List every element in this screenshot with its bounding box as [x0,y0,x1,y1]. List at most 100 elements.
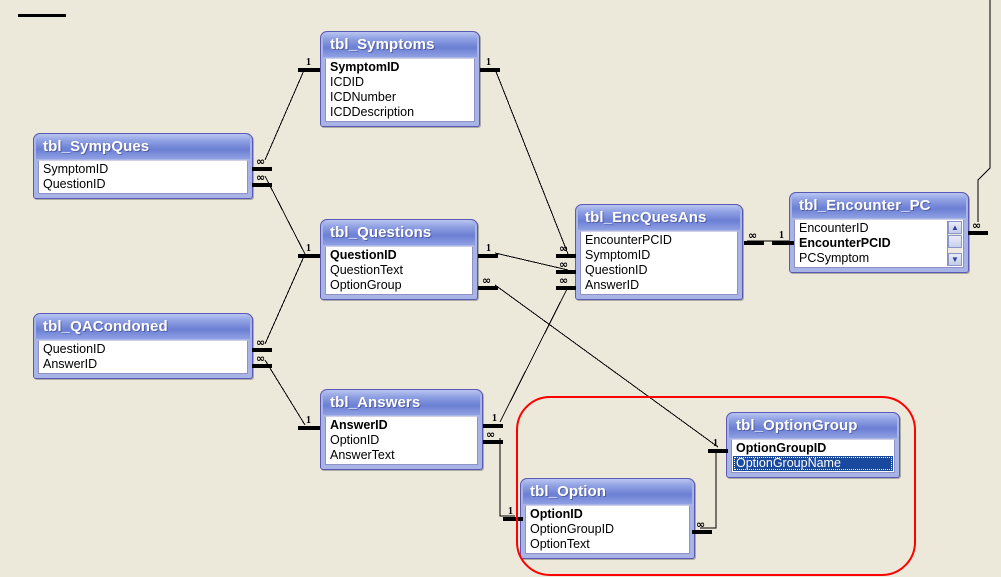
cardinality-one: 1 [306,415,311,426]
rel-stub [298,426,320,430]
field-row[interactable]: AnswerID [43,357,98,371]
rel-stub [252,364,272,368]
rel-stub [480,68,500,72]
cardinality-many-icon: ∞ [559,258,569,271]
table-title: tbl_SympQues [36,134,250,159]
table-title: tbl_Questions [323,220,475,245]
cardinality-one: 1 [508,506,513,517]
rel-encounterpc-offscreen [977,0,991,222]
rel-stub [556,286,576,290]
field-row[interactable]: SymptomID [585,248,651,262]
cardinality-many-icon: ∞ [482,274,492,287]
table-title: tbl_OptionGroup [729,413,897,438]
field-row[interactable]: QuestionID [585,263,648,277]
field-list[interactable]: OptionGroupID OptionGroupName [731,439,895,473]
cardinality-one: 1 [486,57,491,68]
table-title: tbl_QACondoned [36,314,250,339]
rel-stub [744,241,764,245]
scrollbar-thumb[interactable] [948,235,962,248]
cardinality-one: 1 [486,243,491,254]
rel-stub [298,254,320,258]
cardinality-many-icon: ∞ [559,242,569,255]
field-row[interactable]: EncounterID [799,221,869,235]
rel-stub [252,167,272,171]
rel-symptoms-encquesans [494,68,569,255]
field-list[interactable]: EncounterPCID SymptomID QuestionID Answe… [580,231,738,295]
rel-symptoms-sympques [264,67,306,161]
field-row[interactable]: QuestionID [43,342,106,356]
cardinality-one: 1 [306,57,311,68]
field-row[interactable]: EncounterPCID [799,236,891,250]
cardinality-many-icon: ∞ [256,171,266,184]
table-tbl_Encounter_PC[interactable]: tbl_Encounter_PC EncounterID EncounterPC… [789,192,969,273]
stray-line-artifact [18,14,66,17]
cardinality-many-icon: ∞ [559,274,569,287]
rel-stub [708,449,728,453]
cardinality-one: 1 [713,438,718,449]
rel-stub [968,231,988,235]
field-row[interactable]: OptionGroupID [530,522,615,536]
rel-stub [252,183,272,187]
rel-option-optiongroup [700,450,717,529]
cardinality-one: 1 [492,413,497,424]
rel-answers-option [499,438,515,517]
rel-stub [503,517,523,521]
field-row[interactable]: ICDID [330,75,365,89]
rel-answers-encquesans-line [499,286,569,423]
rel-stub [772,241,794,245]
table-title: tbl_Answers [323,390,480,415]
field-list[interactable]: OptionID OptionGroupID OptionText [525,505,690,554]
field-row[interactable]: AnswerID [585,278,640,292]
field-row[interactable]: OptionID [330,433,380,447]
field-row[interactable]: QuestionID [43,177,106,191]
field-row[interactable]: SymptomID [330,60,400,74]
rel-stub [483,440,503,444]
table-tbl_Option[interactable]: tbl_Option OptionID OptionGroupID Option… [520,478,695,559]
cardinality-many-icon: ∞ [748,229,758,242]
cardinality-many-icon: ∞ [486,428,496,441]
field-row-selected[interactable]: OptionGroupName [733,456,893,471]
field-list[interactable]: SymptomID ICDID ICDNumber ICDDescription [325,58,475,122]
rel-stub [556,270,576,274]
field-list-scrollbar[interactable]: ▲ ▼ [947,221,962,266]
table-title: tbl_Symptoms [323,32,477,57]
field-list[interactable]: SymptomID QuestionID [38,160,248,194]
table-title: tbl_Encounter_PC [792,193,966,218]
cardinality-many-icon: ∞ [256,352,266,365]
field-row[interactable]: OptionID [530,507,583,521]
field-row[interactable]: ICDDescription [330,105,415,119]
table-tbl_SympQues[interactable]: tbl_SympQues SymptomID QuestionID [33,133,253,199]
rel-stub [252,348,272,352]
rel-stub [478,286,498,290]
field-row[interactable]: AnswerID [330,418,388,432]
rel-questions-sympques [264,175,306,255]
field-list[interactable]: EncounterID EncounterPCID PCSymptom ▲ ▼ [794,219,964,268]
field-row[interactable]: QuestionText [330,263,403,277]
scroll-up-icon[interactable]: ▲ [948,221,962,234]
table-tbl_OptionGroup[interactable]: tbl_OptionGroup OptionGroupID OptionGrou… [726,412,900,478]
cardinality-many-icon: ∞ [972,219,982,232]
table-tbl_Answers[interactable]: tbl_Answers AnswerID OptionID AnswerText [320,389,483,470]
rel-answers-encquesans [492,286,568,424]
field-row[interactable]: PCSymptom [799,251,870,265]
scroll-down-icon[interactable]: ▼ [948,253,962,266]
rel-questions-optiongroup [494,284,719,448]
field-row[interactable]: OptionText [530,537,590,551]
field-row[interactable]: ICDNumber [330,90,396,104]
table-tbl_Questions[interactable]: tbl_Questions QuestionID QuestionText Op… [320,219,478,300]
field-list[interactable]: QuestionID QuestionText OptionGroup [325,246,473,295]
field-row[interactable]: AnswerText [330,448,395,462]
field-row[interactable]: OptionGroupID [736,441,827,455]
field-row[interactable]: EncounterPCID [585,233,672,247]
field-list[interactable]: AnswerID OptionID AnswerText [325,416,478,465]
rel-questions-encquesans [494,252,569,271]
table-tbl_EncQuesAns[interactable]: tbl_EncQuesAns EncounterPCID SymptomID Q… [575,204,743,300]
table-tbl_QACondoned[interactable]: tbl_QACondoned QuestionID AnswerID [33,313,253,379]
field-list[interactable]: QuestionID AnswerID [38,340,248,374]
field-row[interactable]: QuestionID [330,248,397,262]
table-tbl_Symptoms[interactable]: tbl_Symptoms SymptomID ICDID ICDNumber I… [320,31,480,127]
field-row[interactable]: SymptomID [43,162,109,176]
field-row[interactable]: OptionGroup [330,278,402,292]
